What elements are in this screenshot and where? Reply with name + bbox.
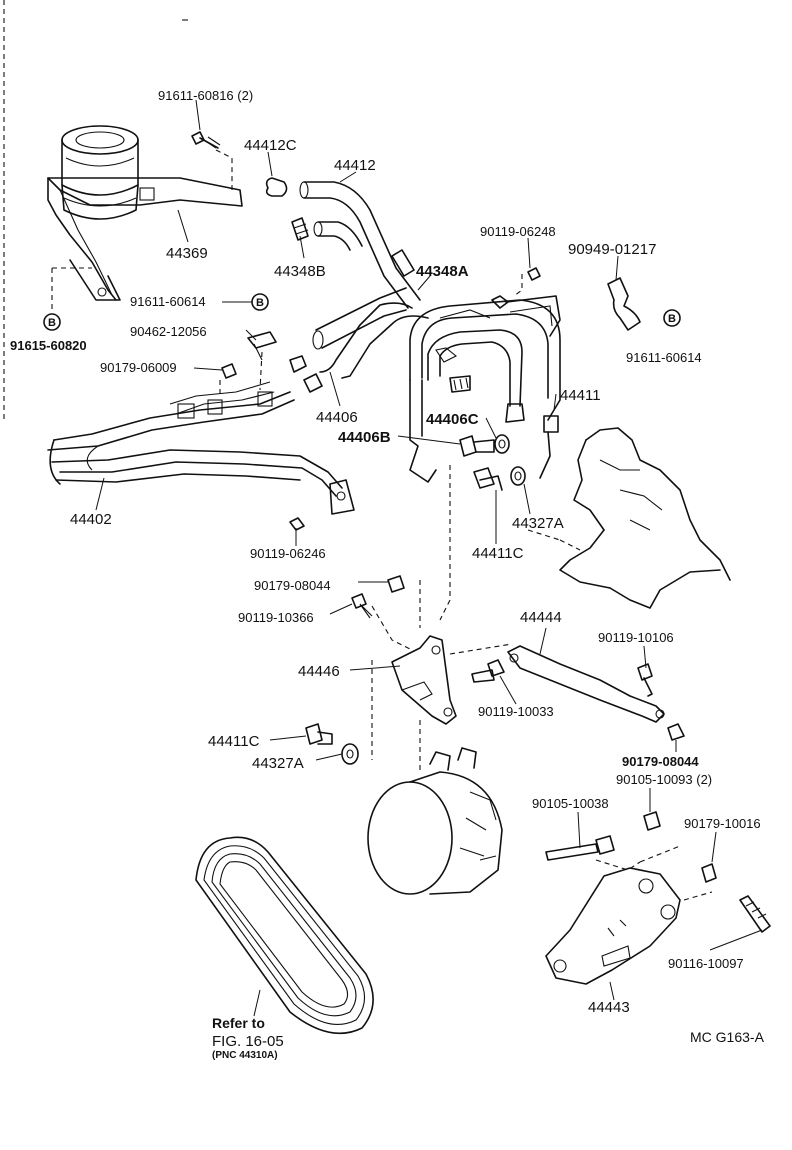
svg-text:B: B: [256, 297, 264, 309]
label-90119-06248: 90119-06248: [480, 224, 556, 239]
label-44411c-upper: 44411C: [472, 545, 524, 562]
label-44411c-lower: 44411C: [208, 733, 260, 750]
svg-text:B: B: [668, 313, 676, 325]
refer-note-fig: FIG. 16-05: [212, 1033, 284, 1050]
label-44406: 44406: [316, 409, 358, 426]
nut-90179-10016: [701, 863, 717, 883]
drive-belt: [195, 836, 374, 1035]
label-44411: 44411: [560, 387, 601, 404]
hose-clamp-44406: [289, 355, 323, 393]
bolt-90119-06248: [513, 267, 541, 297]
gasket-44327a: [510, 466, 526, 486]
label-90179-06009: 90179-06009: [100, 360, 177, 375]
leader-dashed: [371, 605, 413, 651]
bolt-90179-08044-upper: [387, 575, 405, 593]
bolt-90105-10093: [643, 811, 661, 831]
label-90105-10038: 90105-10038: [532, 796, 609, 811]
label-90119-06246: 90119-06246: [250, 546, 326, 561]
bolt-91611-60816: [191, 131, 221, 149]
bolt-90105-10038: [545, 835, 615, 861]
label-44444: 44444: [520, 609, 562, 626]
label-90179-08044-lower: 90179-08044: [622, 754, 699, 769]
reservoir-tank: [61, 125, 139, 220]
vane-pump-body: [367, 747, 503, 895]
return-hose-44412: [299, 181, 421, 309]
label-44348b: 44348B: [274, 263, 326, 280]
pressure-hose-44411: [409, 295, 561, 483]
brace-44444: [507, 645, 665, 723]
leader-lines: [95, 99, 763, 1017]
union-bolt-44406b: [459, 435, 495, 457]
bolt-90119-06246: [289, 517, 305, 531]
gasket-44327a-lower: [341, 743, 359, 765]
hose-clamp-44348b: [291, 217, 309, 241]
label-91611-60614-left: 91611-60614: [130, 294, 206, 309]
label-91615-60820: 91615-60820: [10, 338, 87, 353]
marker-b-left: B: [43, 313, 61, 331]
label-44348a: 44348A: [416, 263, 469, 280]
clamp-90462-12056: [247, 331, 277, 361]
leader-dashed: [259, 351, 263, 391]
label-44443: 44443: [588, 999, 630, 1016]
pressure-tube-44402: [47, 381, 355, 515]
bolt-90119-10033: [471, 659, 505, 683]
gasket-44406c: [494, 434, 510, 454]
label-90179-10016: 90179-10016: [684, 816, 761, 831]
leader-dashed: [439, 465, 451, 621]
leader-dashed: [639, 845, 681, 863]
figure-code: MC G163-A: [690, 1029, 765, 1045]
svg-text:B: B: [48, 317, 56, 329]
label-90105-10093: 90105-10093 (2): [616, 772, 712, 787]
bolt-44411c-lower: [305, 723, 333, 745]
label-44327a-upper: 44327A: [512, 515, 564, 532]
label-90462-12056: 90462-12056: [130, 324, 207, 339]
reservoir-bracket: [47, 177, 243, 301]
label-91611-60816: 91611-60816 (2): [158, 88, 253, 103]
bolt-90119-10106: [637, 663, 653, 697]
label-91611-60614-right: 91611-60614: [626, 350, 702, 365]
label-44327a-lower: 44327A: [252, 755, 304, 772]
refer-note-pnc: (PNC 44310A): [212, 1050, 278, 1061]
hose-clamp-44412c: [265, 177, 288, 197]
bracket-44446: [391, 635, 457, 725]
leader-dashed: [215, 149, 233, 190]
marker-b-right: B: [663, 309, 681, 327]
leader-dashed: [683, 891, 713, 901]
label-44369: 44369: [166, 245, 208, 262]
damper-44406c: [449, 375, 471, 393]
bolt-90119-10366: [351, 593, 373, 619]
label-44412: 44412: [334, 157, 376, 174]
label-44446: 44446: [298, 663, 340, 680]
leader-dashed: [595, 859, 641, 871]
clamp-90949-01217: [607, 277, 641, 331]
refer-note-line1: Refer to: [212, 1015, 265, 1031]
bolt-90179-06009: [221, 363, 237, 379]
label-90119-10366: 90119-10366: [238, 610, 314, 625]
pump-bracket-44443: [545, 867, 681, 985]
label-90179-08044-upper: 90179-08044: [254, 578, 331, 593]
label-90119-10033: 90119-10033: [478, 704, 554, 719]
label-44412c: 44412C: [244, 137, 297, 154]
label-90949-01217: 90949-01217: [568, 241, 656, 258]
marker-b-middle: B: [251, 293, 269, 311]
steering-gear-housing: [527, 427, 731, 609]
union-bolt-44411c: [473, 467, 503, 491]
label-90119-10106: 90119-10106: [598, 630, 674, 645]
nut-90179-08044-lower: [667, 723, 685, 741]
label-44402: 44402: [70, 511, 112, 528]
stud-90116-10097: [739, 895, 771, 933]
label-90116-10097: 90116-10097: [668, 956, 744, 971]
leader-dashed: [449, 643, 513, 655]
label-44406c: 44406C: [426, 411, 479, 428]
label-44406b: 44406B: [338, 429, 391, 446]
